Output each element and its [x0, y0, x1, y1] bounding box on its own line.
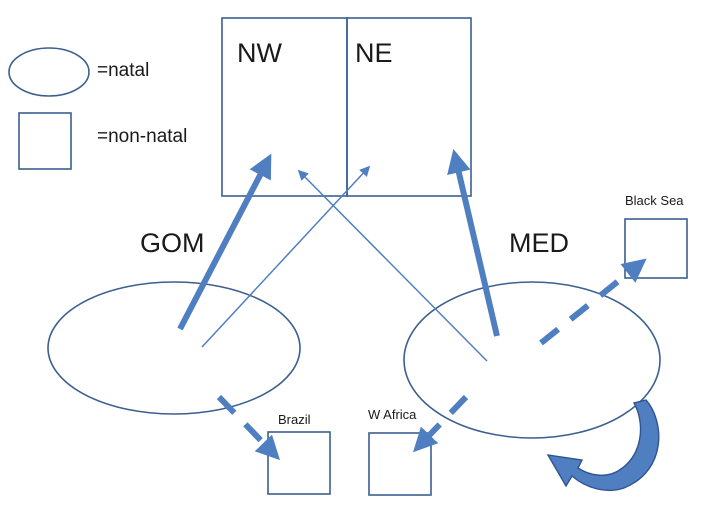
brazil-box: [267, 431, 331, 495]
legend-natal-label: =natal: [97, 60, 150, 81]
black-sea-label: Black Sea: [625, 193, 684, 208]
black-sea-box: [624, 218, 688, 279]
nw-label: NW: [237, 38, 282, 68]
arrow-gom-to-ne: [201, 165, 371, 348]
w-africa-label: W Africa: [368, 407, 417, 422]
ne-label: NE: [355, 38, 393, 68]
arrow-gom-to-brazil: [216, 394, 281, 461]
arrow-med-to-w-africa: [413, 394, 469, 453]
legend-non-natal-square: [18, 112, 72, 170]
arrow-med-to-ne: [447, 148, 500, 337]
gom-ellipse: [47, 281, 301, 415]
med-ellipse: [403, 281, 661, 439]
ne-box: [346, 17, 472, 197]
w-africa-box: [368, 432, 432, 496]
legend-natal-ellipse: [8, 47, 90, 97]
arrow-med-to-black-sea: [539, 258, 647, 346]
gom-label: GOM: [140, 228, 205, 258]
brazil-label: Brazil: [278, 412, 311, 427]
legend-non-natal-label: =non-natal: [97, 126, 188, 147]
med-label: MED: [509, 228, 569, 258]
arrow-med-to-nw: [297, 169, 488, 362]
arrow-gom-to-nw: [177, 153, 272, 331]
curved-return-arrow: [546, 399, 660, 492]
